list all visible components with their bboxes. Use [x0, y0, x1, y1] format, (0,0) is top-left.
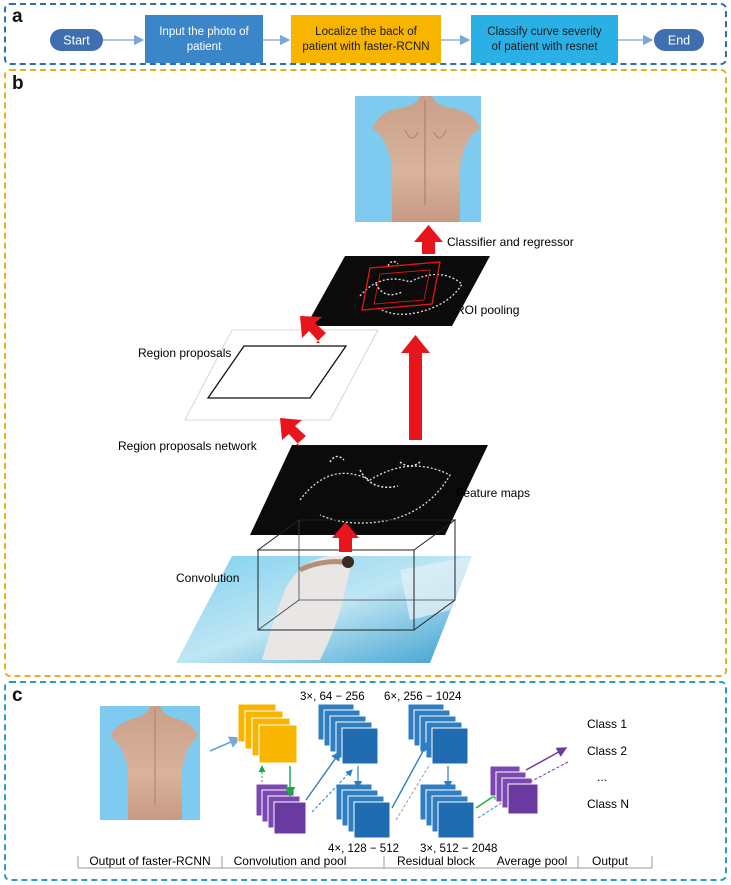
- step-input-box: [145, 15, 263, 63]
- feature-maps: [250, 445, 488, 535]
- conv-stack-yellow: [237, 703, 298, 764]
- step-localize-box: [291, 15, 441, 63]
- section-output: Output: [592, 854, 629, 868]
- panel-c-resnet: [4, 681, 727, 881]
- avgpool-stack: [489, 765, 539, 815]
- res-stack-1: [317, 703, 379, 765]
- step-classify-line2: of patient with resnet: [491, 41, 598, 53]
- class-n-label: Class N: [587, 797, 629, 811]
- convolution-cube: [256, 519, 457, 631]
- step-localize-line1: Localize the back of: [315, 26, 417, 38]
- step-classify-line1: Classify curve severity: [487, 26, 602, 38]
- pool-stack-purple: [255, 783, 307, 835]
- red-arrow-feature-to-roi: [401, 335, 430, 440]
- step-input-line2: patient: [187, 41, 222, 53]
- step-localize-line2: patient with faster-RCNN: [302, 41, 429, 53]
- faster-rcnn-output-photo: [100, 706, 200, 820]
- section-output-faster-rcnn: Output of faster-RCNN: [89, 854, 210, 868]
- dims-top-2: 6×, 256 − 1024: [384, 691, 462, 703]
- end-oval: [654, 29, 704, 51]
- start-label: Start: [63, 34, 90, 48]
- class-1-label: Class 1: [587, 717, 627, 731]
- section-bracket: [77, 856, 653, 869]
- red-arrow-rpn-to-roi: [300, 316, 326, 343]
- start-oval: [50, 29, 103, 51]
- label-convolution: Convolution: [176, 571, 239, 585]
- back-photo-output: [355, 96, 481, 222]
- arrow-photo-to-conv: [209, 736, 242, 752]
- label-feature-maps: Feature maps: [456, 486, 530, 500]
- step-classify-box: [471, 15, 618, 63]
- res-stack-4: [419, 783, 475, 839]
- section-convolution-pool: Convolution and pool: [234, 854, 347, 868]
- panel-a-flowchart: [4, 3, 727, 65]
- panel-c-label: c: [12, 685, 23, 706]
- label-classifier-regressor: Classifier and regressor: [447, 235, 574, 249]
- red-arrow-conv-to-feature: [332, 522, 359, 552]
- step-input-line1: Input the photo of: [159, 26, 249, 38]
- class-ellipsis: ...: [597, 770, 607, 784]
- red-arrow-to-rpn: [280, 418, 306, 446]
- dims-bot-1: 4×, 128 − 512: [328, 843, 399, 855]
- panel-b-faster-rcnn: [4, 69, 727, 677]
- dims-bot-2: 3×, 512 − 2048: [420, 843, 497, 855]
- panel-b-label: b: [12, 73, 24, 94]
- class-2-label: Class 2: [587, 744, 627, 758]
- label-rpn: Region proposals network: [118, 439, 258, 453]
- res-stack-2: [335, 783, 391, 839]
- dims-top-1: 3×, 64 − 256: [300, 691, 365, 703]
- input-photo-plane: [176, 556, 472, 663]
- section-average-pool: Average pool: [497, 854, 568, 868]
- section-residual-block: Residual block: [397, 854, 476, 868]
- red-arrows: [280, 225, 443, 552]
- res-stack-3: [407, 703, 469, 765]
- region-proposals-plane: [184, 329, 379, 421]
- red-arrow-roi-to-output: [414, 225, 443, 254]
- end-label: End: [668, 34, 690, 48]
- label-region-proposals: Region proposals: [138, 346, 231, 360]
- panel-a-label: a: [12, 6, 23, 27]
- arrow-avgpool-dashed: [529, 761, 569, 783]
- arrow-avgpool-to-class: [525, 747, 568, 771]
- label-roi-pooling: ROI pooling: [456, 303, 519, 317]
- roi-pooling-map: [306, 256, 490, 326]
